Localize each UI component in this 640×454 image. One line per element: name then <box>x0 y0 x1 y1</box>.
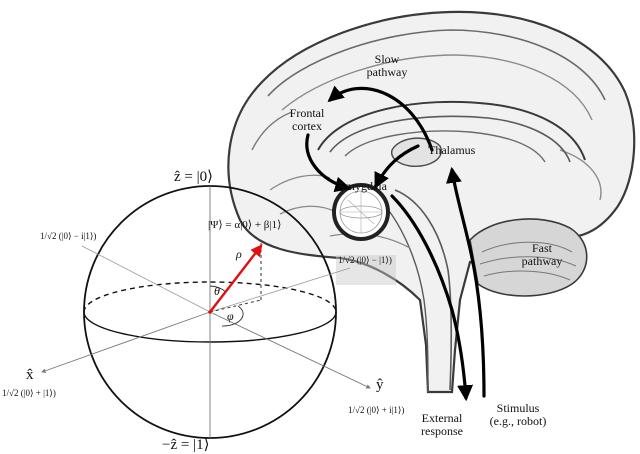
slow-pathway-line-1: Slow <box>374 52 400 66</box>
external-response-line-2: response <box>421 423 463 438</box>
amygdala-label: Amygdala <box>337 179 387 193</box>
stimulus-label: Stimulus (e.g., robot) <box>478 402 558 427</box>
z-bottom-label: −ẑ = |1⟩ <box>162 437 210 453</box>
y-axis <box>209 311 371 389</box>
rho-label: ρ <box>236 247 242 261</box>
fast-pathway-arrow <box>445 166 486 398</box>
phi-label: φ <box>227 309 234 323</box>
theta-label: θ <box>214 284 220 298</box>
frontal-cortex-line-2: cortex <box>292 118 322 133</box>
frontal-cortex-label: Frontal cortex <box>280 107 334 132</box>
fast-pathway-line-2: pathway <box>521 253 563 268</box>
external-response-line-1: External <box>421 411 463 425</box>
left-state-label: 1/√2 (|0⟩ − i|1⟩) <box>40 231 97 241</box>
slow-pathway-label: Slow pathway <box>356 53 418 78</box>
y-state-label: 1/√2 (|0⟩ + i|1⟩) <box>348 405 405 415</box>
frontal-to-amygdala-arrow <box>305 133 352 193</box>
brain-illustration <box>227 10 636 394</box>
thalamus-to-amygdala-arrow <box>374 144 420 189</box>
frontal-cortex-line-1: Frontal <box>289 106 325 120</box>
x-axis-label: x̂ <box>26 367 34 383</box>
slow-pathway-arrow <box>327 85 434 152</box>
stimulus-line-1: Stimulus <box>496 401 540 415</box>
stimulus-line-2: (e.g., robot) <box>489 413 547 428</box>
state-vector <box>209 244 263 313</box>
slow-pathway-line-2: pathway <box>366 64 408 79</box>
x-state-label: 1/√2 (|0⟩ + |1⟩) <box>2 388 56 398</box>
external-response-label: External response <box>412 412 472 437</box>
fast-pathway-line-1: Fast <box>531 241 552 255</box>
z-top-label: ẑ = |0⟩ <box>174 169 213 185</box>
state-label: |Ψ⟩ = α|0⟩ + β|1⟩ <box>208 219 282 231</box>
y-axis-label: ŷ <box>376 377 384 393</box>
phi-arc <box>221 305 244 327</box>
x-axis <box>41 311 211 373</box>
pathway-arrows <box>305 85 486 402</box>
bloch-sphere <box>41 185 371 439</box>
thalamus-label: Thalamus <box>428 143 476 157</box>
response-arrow <box>390 194 474 402</box>
right-state-label: 1/√2 (|0⟩ − |1⟩) <box>338 255 392 265</box>
brain-outline <box>227 10 636 394</box>
projection-horizontal <box>209 299 262 313</box>
x-axis-back <box>81 245 211 313</box>
fast-pathway-label: Fast pathway <box>512 242 572 267</box>
y-axis-back <box>209 267 351 313</box>
equator-back <box>83 281 337 313</box>
